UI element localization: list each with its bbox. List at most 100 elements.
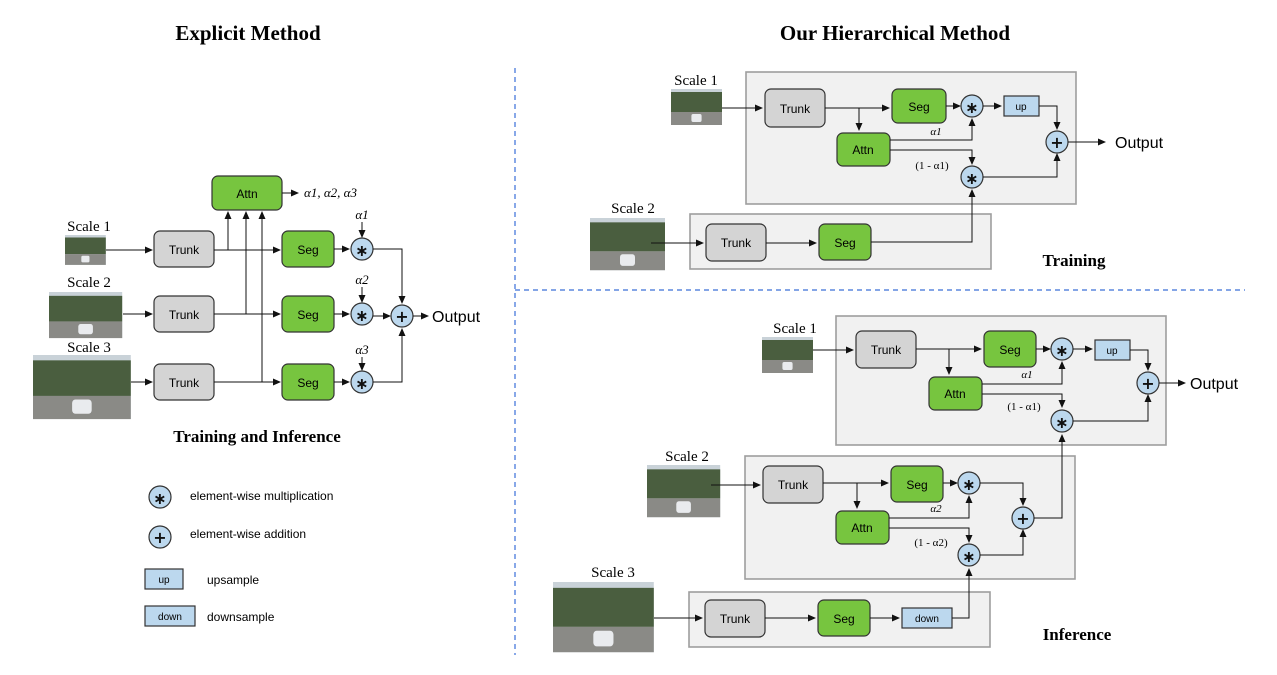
- legend-add-icon: [148, 525, 172, 549]
- legend-up-label: upsample: [207, 573, 259, 587]
- training-scale-1-image: [671, 89, 722, 125]
- left-scale-1-label: Scale 1: [67, 219, 111, 235]
- left-alpha-3: α3: [355, 342, 369, 357]
- inference-alpha1: α1: [1021, 369, 1032, 381]
- inference-attn-2-label: Attn: [851, 521, 872, 535]
- right-title: Our Hierarchical Method: [780, 21, 1011, 45]
- arrow-i-mult2b-add: [980, 529, 1027, 556]
- arrow-i-attn1-multa: [982, 361, 1066, 385]
- arrow-t-attn-mult-top: [890, 118, 976, 141]
- svg-text:∗: ∗: [153, 489, 166, 508]
- inference-scale-3-label: Scale 3: [591, 565, 635, 581]
- left-scale-2-image: [49, 292, 123, 339]
- inference-scale-1-image: [762, 337, 813, 373]
- left-attn-label: Attn: [236, 187, 257, 201]
- left-seg-1-label: Seg: [297, 243, 318, 257]
- inference-scale-1-label: Scale 1: [773, 321, 817, 337]
- legend-down-label: downsample: [207, 610, 275, 624]
- training-output-label: Output: [1115, 135, 1164, 152]
- inference-scale-2-image: [647, 465, 721, 518]
- training-alpha1: α1: [930, 126, 941, 138]
- training-attn-label: Attn: [852, 143, 873, 157]
- training-up-label: up: [1015, 102, 1027, 113]
- legend-down-icon: [144, 605, 196, 627]
- inference-down-label: down: [915, 614, 939, 625]
- arrow-i-up-add: [1130, 349, 1152, 371]
- arrow-t-attn-mult-bottom: [890, 149, 976, 165]
- arrow-i-attn1-multb: [982, 393, 1066, 408]
- inference-attn-1-label: Attn: [944, 387, 965, 401]
- left-trunk-2-label: Trunk: [169, 308, 200, 322]
- arrow-i-down-mult2b: [952, 568, 973, 619]
- arrow-i-attn2-multb: [889, 527, 973, 543]
- training-label: Training: [1043, 251, 1106, 270]
- svg-text:∗: ∗: [962, 547, 975, 566]
- svg-text:∗: ∗: [965, 169, 978, 188]
- legend-down-icon-label: down: [158, 612, 182, 623]
- arrow-i-mult1b-add: [1073, 394, 1152, 422]
- inference-scale-3-image: [553, 582, 654, 653]
- svg-text:+: +: [1050, 133, 1063, 152]
- left-scale-3-label: Scale 3: [67, 340, 111, 356]
- arrow-i-add2-mult1b: [1034, 434, 1066, 519]
- inference-seg-2: [890, 465, 944, 503]
- left-trunk-1: [153, 230, 215, 268]
- left-mult-2-icon: [350, 302, 374, 326]
- svg-text:∗: ∗: [962, 475, 975, 494]
- inference-alpha2: α2: [930, 503, 942, 515]
- svg-text:+: +: [1016, 509, 1029, 528]
- left-scale-3-image: [33, 355, 131, 420]
- inference-seg-2-label: Seg: [906, 478, 927, 492]
- training-trunk-1-label: Trunk: [780, 102, 811, 116]
- inference-trunk-1-label: Trunk: [871, 343, 902, 357]
- legend-add-label: element-wise addition: [190, 527, 306, 541]
- inference-seg-3-label: Seg: [833, 612, 854, 626]
- legend-up-icon-label: up: [158, 575, 170, 586]
- left-scale-2-label: Scale 2: [67, 275, 111, 291]
- svg-text:+: +: [395, 307, 408, 326]
- inference-one-minus-alpha2: (1 - α2): [914, 537, 948, 549]
- arrow-t-multb-add: [983, 153, 1061, 178]
- training-trunk-2-label: Trunk: [721, 236, 752, 250]
- svg-text:∗: ∗: [965, 98, 978, 117]
- explicit-method-diagram: Scale 1 Scale 2 Scale 3 Trunk Trunk Trun…: [33, 175, 481, 446]
- inference-output-label: Output: [1190, 376, 1239, 393]
- left-attn-output: α1, α2, α3: [304, 185, 357, 200]
- inference-trunk-2: [762, 465, 824, 504]
- training-seg-2-label: Seg: [834, 236, 855, 250]
- arrow-mult1-add: [373, 248, 406, 304]
- legend-mult-label: element-wise multiplication: [190, 489, 333, 503]
- training-scale-2-image: [590, 218, 665, 271]
- left-alpha-1: α1: [355, 207, 368, 222]
- inference-seg-1-label: Seg: [999, 343, 1020, 357]
- svg-text:+: +: [1141, 374, 1154, 393]
- svg-text:∗: ∗: [355, 374, 368, 393]
- training-seg-1-label: Seg: [908, 100, 929, 114]
- training-one-minus-alpha1: (1 - α1): [915, 160, 949, 172]
- left-title: Explicit Method: [175, 21, 321, 45]
- inference-one-minus-alpha1: (1 - α1): [1007, 401, 1041, 413]
- inference-label: Inference: [1043, 625, 1112, 644]
- inference-up-label: up: [1106, 346, 1118, 357]
- svg-text:∗: ∗: [355, 306, 368, 325]
- hierarchical-inference-diagram: Scale 1 Scale 2 Scale 3 Trunk Seg Attn ∗…: [553, 315, 1239, 653]
- left-seg-2-label: Seg: [297, 308, 318, 322]
- arrow-i-mult2a-add: [980, 482, 1027, 506]
- svg-text:∗: ∗: [1055, 341, 1068, 360]
- training-scale-1-label: Scale 1: [674, 73, 718, 89]
- left-trunk-3-label: Trunk: [169, 376, 200, 390]
- inference-scale-2-label: Scale 2: [665, 449, 709, 465]
- svg-text:∗: ∗: [355, 241, 368, 260]
- arrow-mult3-add: [373, 328, 406, 383]
- training-scale-2-label: Scale 2: [611, 201, 655, 217]
- svg-text:+: +: [153, 528, 166, 547]
- inference-trunk-3-label: Trunk: [720, 612, 751, 626]
- left-seg-3-label: Seg: [297, 376, 318, 390]
- legend-mult-icon: [148, 485, 172, 509]
- inference-trunk-2-label: Trunk: [778, 478, 809, 492]
- hierarchical-training-diagram: Scale 1 Scale 2 Trunk Seg Attn ∗ up α1 (…: [590, 71, 1164, 271]
- arrow-i-attn2-multa: [889, 495, 973, 519]
- left-output-label: Output: [432, 309, 481, 326]
- left-scale-1-image: [65, 235, 106, 265]
